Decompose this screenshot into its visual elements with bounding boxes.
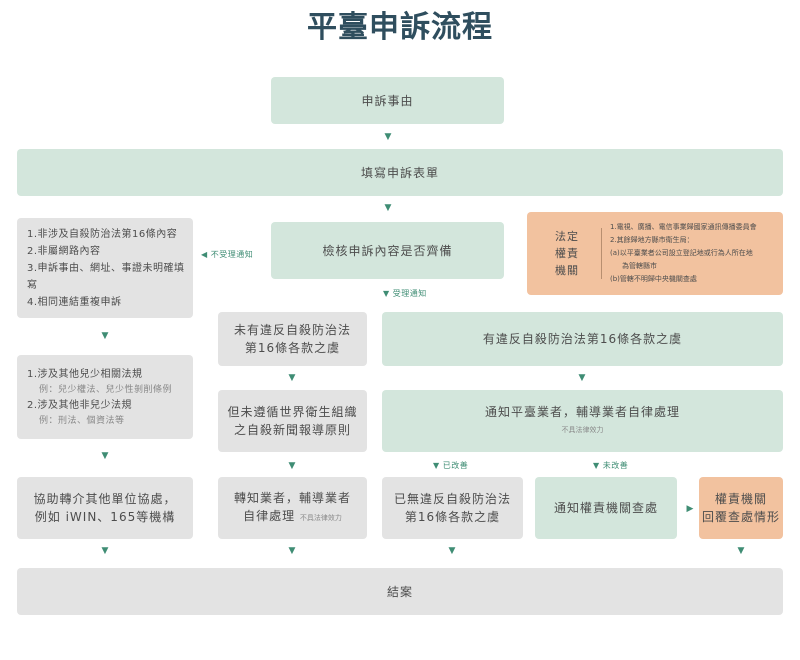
node-notify-platform-label: 通知平臺業者，輔導業者自律處理: [484, 405, 680, 419]
arrow-down-icon: ▼: [383, 289, 390, 298]
legal-authority-item: 2.其餘歸地方縣市衛生局：: [610, 236, 694, 244]
legal-authority-item: 為管轄縣市: [622, 262, 657, 270]
reason-item: 4.相同連結重複申訴: [27, 296, 122, 308]
arrow-down-icon: ▼: [578, 373, 586, 383]
node-referral: 協助轉介其他單位協處， 例如 iWIN、165等機構: [17, 477, 193, 539]
arrow-down-icon: ▼: [288, 546, 296, 556]
node-other-laws: 1.涉及其他兒少相關法規 例：兒少權法、兒少性剝削條例 2.涉及其他非兒少法規 …: [17, 355, 193, 439]
arrow-down-icon: ▼: [384, 203, 392, 213]
edge-label-not-accepted: 不受理通知: [210, 250, 254, 259]
edge-label-not-improved: 未改善: [602, 461, 629, 470]
reason-item: 3.申訴事由、網址、事證未明確填寫: [27, 262, 185, 291]
arrow-down-icon: ▼: [737, 546, 745, 556]
node-authority-reply: 權責機關 回覆查處情形: [699, 477, 783, 539]
not-legal-binding-note: 不具法律效力: [299, 514, 342, 522]
not-legal-binding-note: 不具法律效力: [561, 426, 604, 434]
arrow-down-icon: ▼: [593, 461, 600, 470]
legal-authority-item: 1.電視、廣播、電信事業歸國家通訊傳播委員會: [610, 223, 757, 231]
node-notify-platform: 通知平臺業者，輔導業者自律處理 不具法律效力: [382, 390, 783, 452]
node-close: 結案: [17, 568, 783, 615]
node-notify-self-reg: 轉知業者，輔導業者 自律處理 不具法律效力: [218, 477, 367, 539]
node-review: 檢核申訴內容是否齊備: [271, 222, 504, 279]
node-not-accepted-reasons: 1.非涉及自殺防治法第16條內容 2.非屬網路內容 3.申訴事由、網址、事證未明…: [17, 218, 193, 318]
node-fill-form: 填寫申訴表單: [17, 149, 783, 196]
arrow-down-icon: ▼: [101, 451, 109, 461]
edge-label-improved: 已改善: [442, 461, 469, 470]
legal-authority-item: (a)以平臺業者公司設立登記地或行為人所在地: [610, 249, 753, 257]
legal-authority-title: 法定 權責 機關: [539, 228, 602, 279]
arrow-down-icon: ▼: [101, 331, 109, 341]
edge-improved: ▼ 已改善: [433, 461, 468, 471]
arrow-down-icon: ▼: [433, 461, 440, 470]
arrow-down-icon: ▼: [448, 546, 456, 556]
edge-not-improved: ▼ 未改善: [593, 461, 628, 471]
arrow-right-icon: ▶: [686, 504, 694, 514]
node-review-label: 檢核申訴內容是否齊備: [322, 243, 453, 258]
node-who-guideline: 但未遵循世界衛生組織 之自殺新聞報導原則: [218, 390, 367, 452]
node-notify-authority-label: 通知權責機關查處: [553, 501, 658, 515]
node-no-violation: 未有違反自殺防治法 第16條各款之虞: [218, 312, 367, 366]
edge-accepted: ▼ 受理通知: [383, 289, 427, 299]
node-violation-label: 有違反自殺防治法第16條各款之虞: [482, 332, 683, 346]
node-close-label: 結案: [386, 584, 413, 599]
reason-item: 1.非涉及自殺防治法第16條內容: [27, 228, 178, 240]
arrow-down-icon: ▼: [101, 546, 109, 556]
edge-not-accepted: ◀ 不受理通知: [201, 250, 253, 260]
node-no-longer-violation: 已無違反自殺防治法 第16條各款之虞: [382, 477, 523, 539]
reason-item: 2.非屬網路內容: [27, 245, 101, 257]
node-notify-authority: 通知權責機關查處: [535, 477, 677, 539]
node-legal-authority: 法定 權責 機關 1.電視、廣播、電信事業歸國家通訊傳播委員會 2.其餘歸地方縣…: [527, 212, 783, 295]
node-complaint: 申訴事由: [271, 77, 504, 124]
arrow-left-icon: ◀: [201, 250, 208, 259]
arrow-down-icon: ▼: [288, 461, 296, 471]
arrow-down-icon: ▼: [288, 373, 296, 383]
node-complaint-label: 申訴事由: [361, 93, 414, 108]
legal-authority-list: 1.電視、廣播、電信事業歸國家通訊傳播委員會 2.其餘歸地方縣市衛生局： (a)…: [610, 221, 757, 286]
legal-authority-item: (b)管轄不明歸中央機關查處: [610, 275, 697, 283]
node-fill-form-label: 填寫申訴表單: [360, 165, 439, 180]
arrow-down-icon: ▼: [384, 132, 392, 142]
edge-label-accepted: 受理通知: [392, 289, 427, 298]
page-title: 平臺申訴流程: [307, 10, 493, 45]
node-violation: 有違反自殺防治法第16條各款之虞: [382, 312, 783, 366]
